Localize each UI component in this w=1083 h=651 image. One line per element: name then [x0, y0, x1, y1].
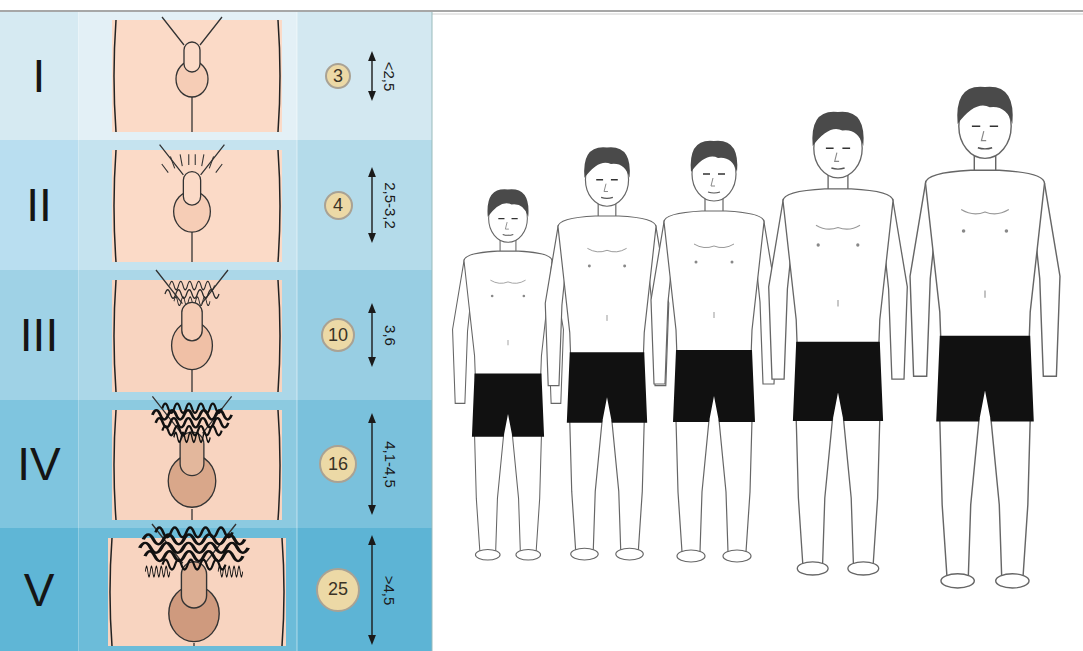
testis-volume-bead: 25 — [316, 568, 360, 612]
testis-volume-bead: 3 — [325, 63, 351, 89]
volume-value: 16 — [328, 454, 348, 475]
testis-length: 2,5-3,2 — [381, 182, 398, 229]
stage-numeral: IV — [0, 400, 78, 528]
testis-volume-bead: 4 — [324, 191, 353, 220]
testis-volume-bead: 16 — [319, 445, 357, 483]
volume-value: 10 — [328, 325, 348, 346]
testis-length: <2,5 — [381, 61, 398, 91]
stage-label: I — [33, 49, 46, 103]
testis-length: 4,1-4,5 — [381, 441, 398, 488]
volume-value: 3 — [333, 66, 343, 87]
stage-label: V — [24, 563, 55, 617]
stage-numeral: V — [0, 528, 78, 651]
testis-volume-bead: 10 — [321, 318, 355, 352]
volume-value: 4 — [333, 195, 343, 216]
stage-numeral: III — [0, 270, 78, 400]
stage-numeral: I — [0, 12, 78, 140]
stage-numeral: II — [0, 140, 78, 270]
testis-length: >4,5 — [381, 575, 398, 605]
testis-length: 3,6 — [381, 325, 398, 346]
stage-label: III — [20, 308, 58, 362]
stage-label: II — [26, 178, 52, 232]
volume-value: 25 — [328, 579, 348, 600]
stage-label: IV — [17, 437, 60, 491]
